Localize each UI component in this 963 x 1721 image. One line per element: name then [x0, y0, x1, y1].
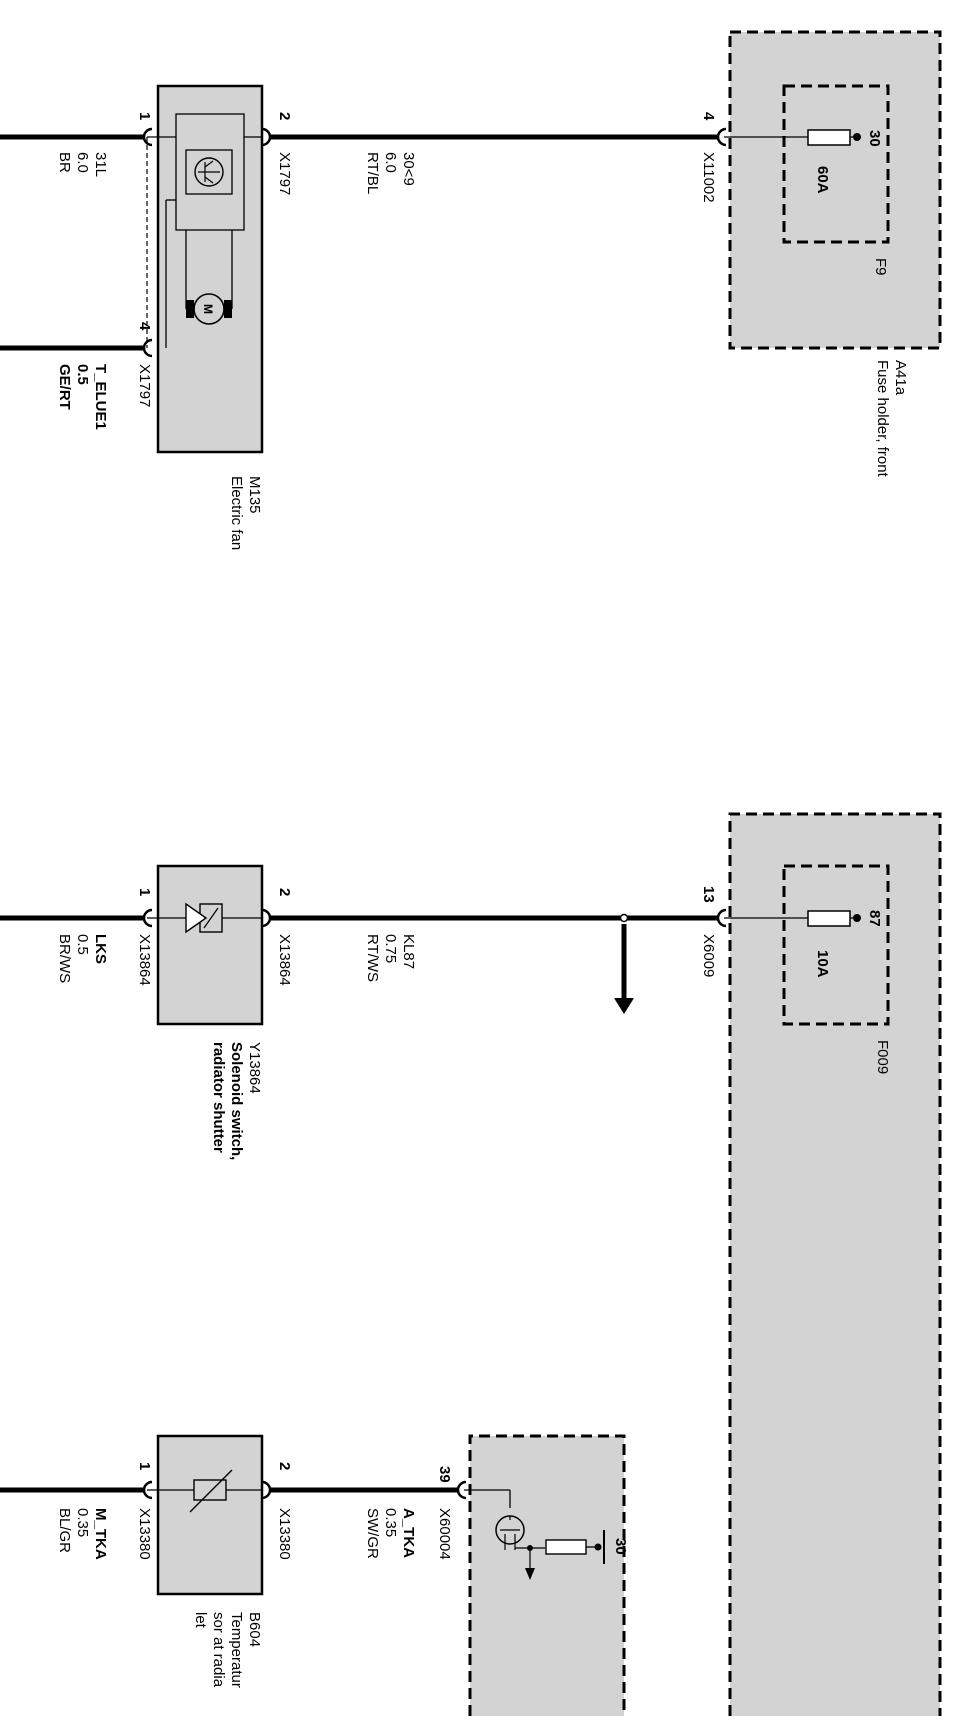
control-unit-connector: X60004	[436, 1508, 453, 1560]
fuse-out-pin: 4	[700, 112, 717, 121]
wire-atka-signal: A_TKA	[400, 1508, 417, 1558]
fuse-holder-id: A41a	[892, 360, 909, 396]
fuse-holder-top-area	[730, 32, 940, 348]
control-unit-border	[468, 1434, 626, 1716]
fan-pin2: 2	[276, 112, 293, 120]
wire-kl87-signal: KL87	[400, 934, 417, 969]
fuse-holder-bottom-area	[730, 814, 940, 1716]
fuse-holder-bottom-section: 87 10A F009	[724, 812, 942, 1716]
control-unit-section: 30	[464, 1434, 629, 1716]
wire-telue1-signal: T_ELUE1	[92, 364, 109, 430]
connector-x11002-symbol	[716, 127, 727, 147]
fuse-holder-top-border	[728, 30, 942, 350]
temp-sensor-name-2: sor at radia	[210, 1612, 227, 1688]
control-unit-arrow-icon	[525, 1568, 535, 1580]
fuse-f009-rating: 10A	[814, 950, 831, 978]
fuse-f9-terminal: 30	[866, 130, 883, 147]
temp-sensor-pin2-connector: X13380	[276, 1508, 293, 1560]
wire-30c9-color: RT/BL	[364, 152, 381, 194]
fan-pin1: 1	[136, 112, 153, 120]
fan-pin4-connector-symbol	[142, 338, 153, 358]
wire-atka-size: 0.35	[382, 1508, 399, 1537]
fuse-f009-border	[782, 864, 890, 1026]
wire-31l-color: BR	[56, 152, 73, 173]
temp-sensor-name-3: let	[192, 1612, 209, 1629]
fuse-holder-name: Fuse holder, front	[874, 360, 891, 478]
wire-31l-size: 6.0	[74, 152, 91, 173]
connector-x60004-symbol	[456, 1480, 467, 1500]
fuse-out-connector: X11002	[700, 152, 717, 203]
fuse-holder-bottom-border	[728, 812, 942, 1716]
fan-pin2-connector: X1797	[276, 152, 293, 195]
electric-fan-id: M135	[246, 476, 263, 514]
fan-pin4-connector: X1797	[136, 364, 153, 407]
solenoid-pin2-connector-symbol	[261, 908, 272, 928]
solenoid-component: Y13864 Solenoid switch, radiator shutter	[147, 864, 264, 1160]
solenoid-pin2: 2	[276, 888, 293, 896]
fuse-f009-id: F009	[874, 1040, 891, 1074]
fuse-f9-terminal-dot	[853, 133, 861, 141]
f009-connector: X6009	[700, 934, 717, 977]
electric-fan-name: Electric fan	[228, 476, 245, 550]
wire-telue1-size: 0.5	[74, 364, 91, 385]
temp-sensor-thermistor-icon	[193, 1479, 227, 1501]
solenoid-pin1-connector: X13864	[136, 934, 153, 986]
wire-mtka-color: BL/GR	[56, 1508, 73, 1553]
wire-lks-signal: LKS	[92, 934, 109, 964]
solenoid-valve-icon	[185, 902, 208, 934]
temp-sensor-id: B604	[246, 1612, 263, 1647]
kl87-branch-arrow-icon	[614, 998, 634, 1014]
wire-30c9-size: 6.0	[382, 152, 399, 173]
wire-mtka-signal: M_TKA	[92, 1508, 109, 1560]
fuse-f9-symbol	[807, 129, 851, 146]
control-unit-terminal: 30	[612, 1538, 629, 1555]
temp-sensor-pin2-connector-symbol	[261, 1480, 272, 1500]
temp-sensor-pin1-connector: X13380	[136, 1508, 153, 1560]
electric-fan-component: M M135 Electric fan	[146, 84, 264, 550]
solenoid-pin2-connector: X13864	[276, 934, 293, 986]
fuse-f009-symbol	[807, 910, 851, 927]
connector-x6009-symbol	[716, 908, 727, 928]
wire-30c9-signal: 30<9	[400, 152, 417, 186]
fan-transistor-icon	[194, 157, 224, 187]
solenoid-name-1: Solenoid switch,	[228, 1042, 245, 1160]
solenoid-pin1: 1	[136, 888, 153, 896]
wire-kl87-color: RT/WS	[364, 934, 381, 982]
fuse-f9-border	[782, 84, 890, 244]
fan-motor-letter: M	[201, 304, 215, 314]
f009-pin: 13	[700, 886, 717, 903]
wire-lks-size: 0.5	[74, 934, 91, 955]
fan-pin4: 4	[136, 322, 153, 331]
fuse-f9-rating: 60A	[814, 166, 831, 194]
fan-pin2-connector-symbol	[261, 127, 272, 147]
temp-sensor-box	[156, 1434, 264, 1596]
kl87-junction	[619, 913, 629, 923]
temp-sensor-pin2: 2	[276, 1462, 293, 1470]
wire-mtka-size: 0.35	[74, 1508, 91, 1537]
solenoid-name-2: radiator shutter	[210, 1042, 227, 1153]
fuse-f009-terminal: 87	[866, 910, 883, 927]
control-unit-resistor-icon	[545, 1539, 587, 1555]
fan-motor-icon	[193, 293, 225, 325]
temp-sensor-pin1: 1	[136, 1462, 153, 1470]
fuse-holder-top-section: 30 60A F9 A41a Fuse holder, front	[724, 30, 942, 478]
wire-atka-color: SW/GR	[364, 1508, 381, 1559]
temp-sensor-name-1: Temperatur	[228, 1612, 245, 1688]
solenoid-box	[156, 864, 264, 1026]
fuse-f009-terminal-dot	[853, 914, 861, 922]
control-unit-pin: 39	[436, 1466, 453, 1483]
solenoid-id: Y13864	[246, 1042, 263, 1094]
control-unit-area	[470, 1436, 624, 1716]
temp-sensor-component: B604 Temperatur sor at radia let	[147, 1434, 264, 1688]
wire-telue1-color: GE/RT	[56, 364, 73, 410]
wire-31l-signal: 31L	[92, 152, 109, 177]
fuse-f9-id: F9	[872, 258, 889, 276]
wire-kl87-size: 0.75	[382, 934, 399, 963]
wire-lks-color: BR/WS	[56, 934, 73, 983]
electric-fan-box	[156, 84, 264, 454]
